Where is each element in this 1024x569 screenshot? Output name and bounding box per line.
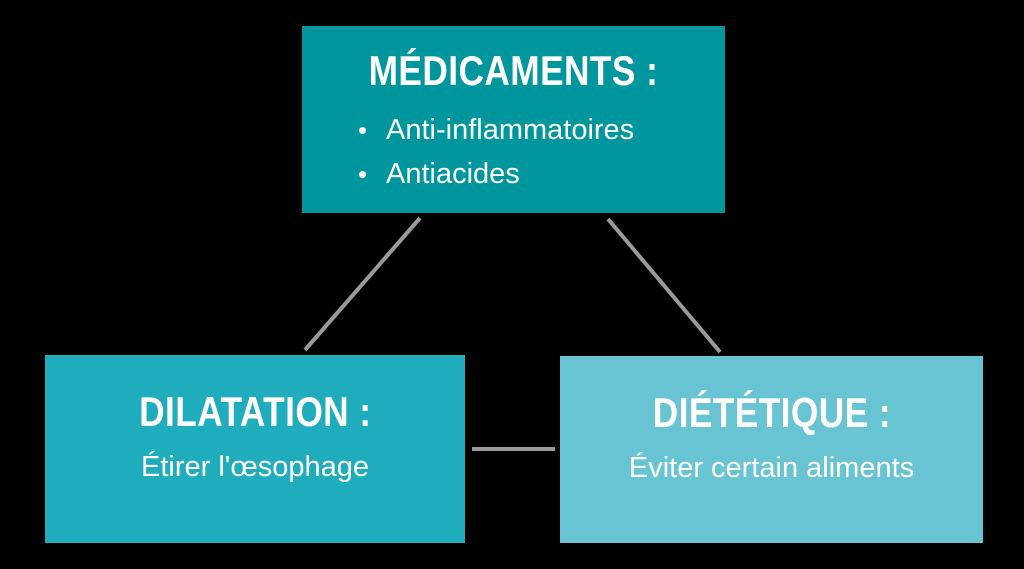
medicaments-bullet-list: • Anti-inflammatoires • Antiacides (302, 108, 634, 196)
node-medicaments-title: MÉDICAMENTS : (368, 47, 659, 94)
node-medicaments: MÉDICAMENTS : • Anti-inflammatoires • An… (302, 26, 725, 213)
node-dietetique-title: DIÉTÉTIQUE : (652, 389, 891, 436)
node-dietetique-subtitle: Éviter certain aliments (628, 452, 915, 485)
node-dietetique: DIÉTÉTIQUE : Éviter certain aliments (560, 356, 983, 543)
bullet-label: Anti-inflammatoires (386, 114, 635, 147)
node-dilatation: DILATATION : Étirer l'œsophage (45, 355, 465, 543)
bullet-label: Antiacides (386, 158, 520, 191)
bullet-icon: • (358, 115, 368, 146)
node-dilatation-subtitle: Étirer l'œsophage (141, 451, 369, 484)
list-item: • Antiacides (358, 152, 634, 196)
connector-medicaments-dietetique (606, 217, 722, 354)
node-dilatation-title: DILATATION : (138, 388, 372, 435)
list-item: • Anti-inflammatoires (358, 108, 634, 152)
bullet-icon: • (358, 159, 368, 190)
connector-medicaments-dilatation (303, 216, 422, 352)
